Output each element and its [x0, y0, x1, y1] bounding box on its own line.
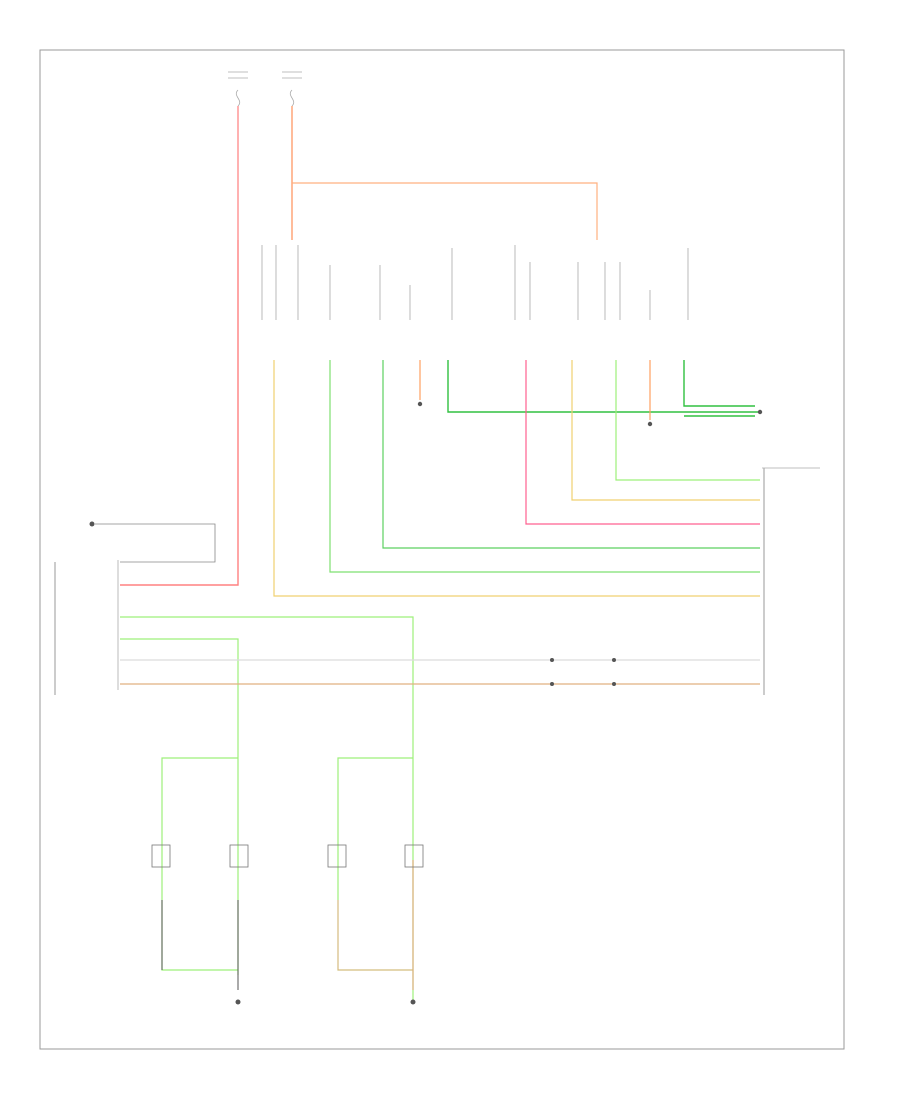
splice-4 [612, 682, 616, 686]
wire-pink [525, 360, 760, 525]
sensor-right-rear [327, 844, 347, 868]
wire-green-bus [447, 360, 760, 413]
sensor-right-front [404, 844, 424, 868]
wire-green-2 [382, 360, 760, 549]
wire-ltgreen-a [120, 616, 414, 1000]
instrument-cluster [762, 467, 820, 695]
sensor-left-front [229, 844, 249, 868]
splice-2 [550, 682, 554, 686]
wire-green-3 [615, 360, 760, 481]
fuse-feed-right [282, 71, 598, 240]
connector-end [757, 409, 763, 415]
wire-ltgreen-b [120, 638, 239, 975]
ground-left [417, 401, 423, 407]
sensor-left-rear [151, 844, 171, 868]
wire-red-power [120, 240, 239, 586]
splice-1 [550, 658, 554, 662]
wire-green-bus-right [683, 360, 755, 417]
wire-yellow-1 [273, 360, 760, 597]
wire-sensor-left-loop [161, 757, 238, 971]
wire-yellow-2 [571, 360, 760, 501]
splice-3 [612, 658, 616, 662]
driver-door-module [54, 521, 216, 695]
connector-columns [261, 245, 689, 320]
ground-right [647, 421, 653, 427]
wire-sensor-right-loop [337, 757, 413, 971]
ground-passenger [235, 999, 241, 1005]
fuse-feed-left [228, 71, 248, 240]
wire-green-1 [329, 360, 760, 573]
ground-driver [410, 999, 416, 1005]
diagram-frame [39, 49, 845, 1050]
